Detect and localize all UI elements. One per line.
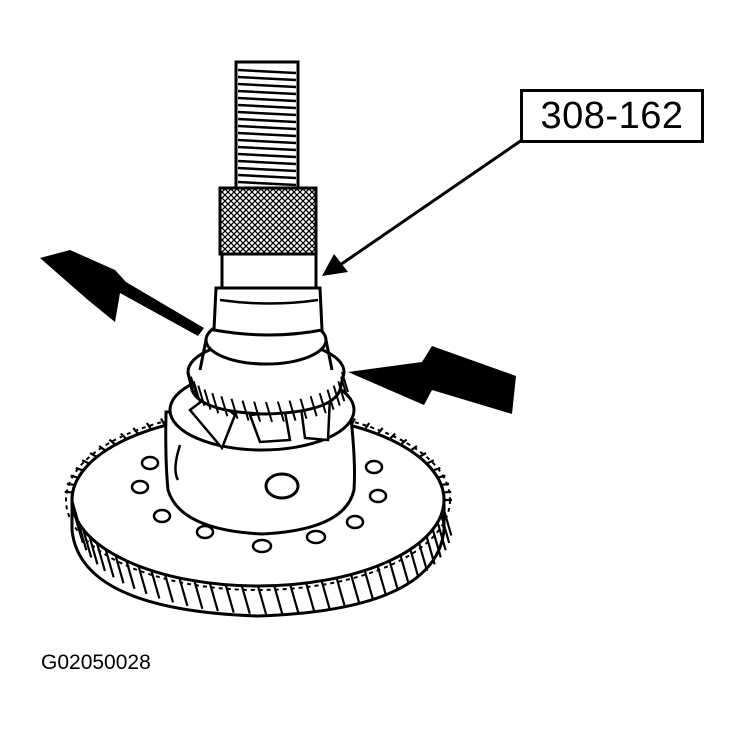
figure-id: G02050028 bbox=[41, 651, 151, 674]
gear-bolt-holes bbox=[130, 455, 388, 554]
installer-tool bbox=[212, 60, 324, 337]
indicator-arrow bbox=[40, 250, 204, 336]
indicator-arrow bbox=[348, 346, 516, 414]
tool-number-callout: 308-162 bbox=[520, 89, 704, 143]
callout-leader bbox=[322, 138, 523, 276]
tool-number-label: 308-162 bbox=[540, 94, 684, 137]
side-bearing bbox=[186, 314, 349, 423]
